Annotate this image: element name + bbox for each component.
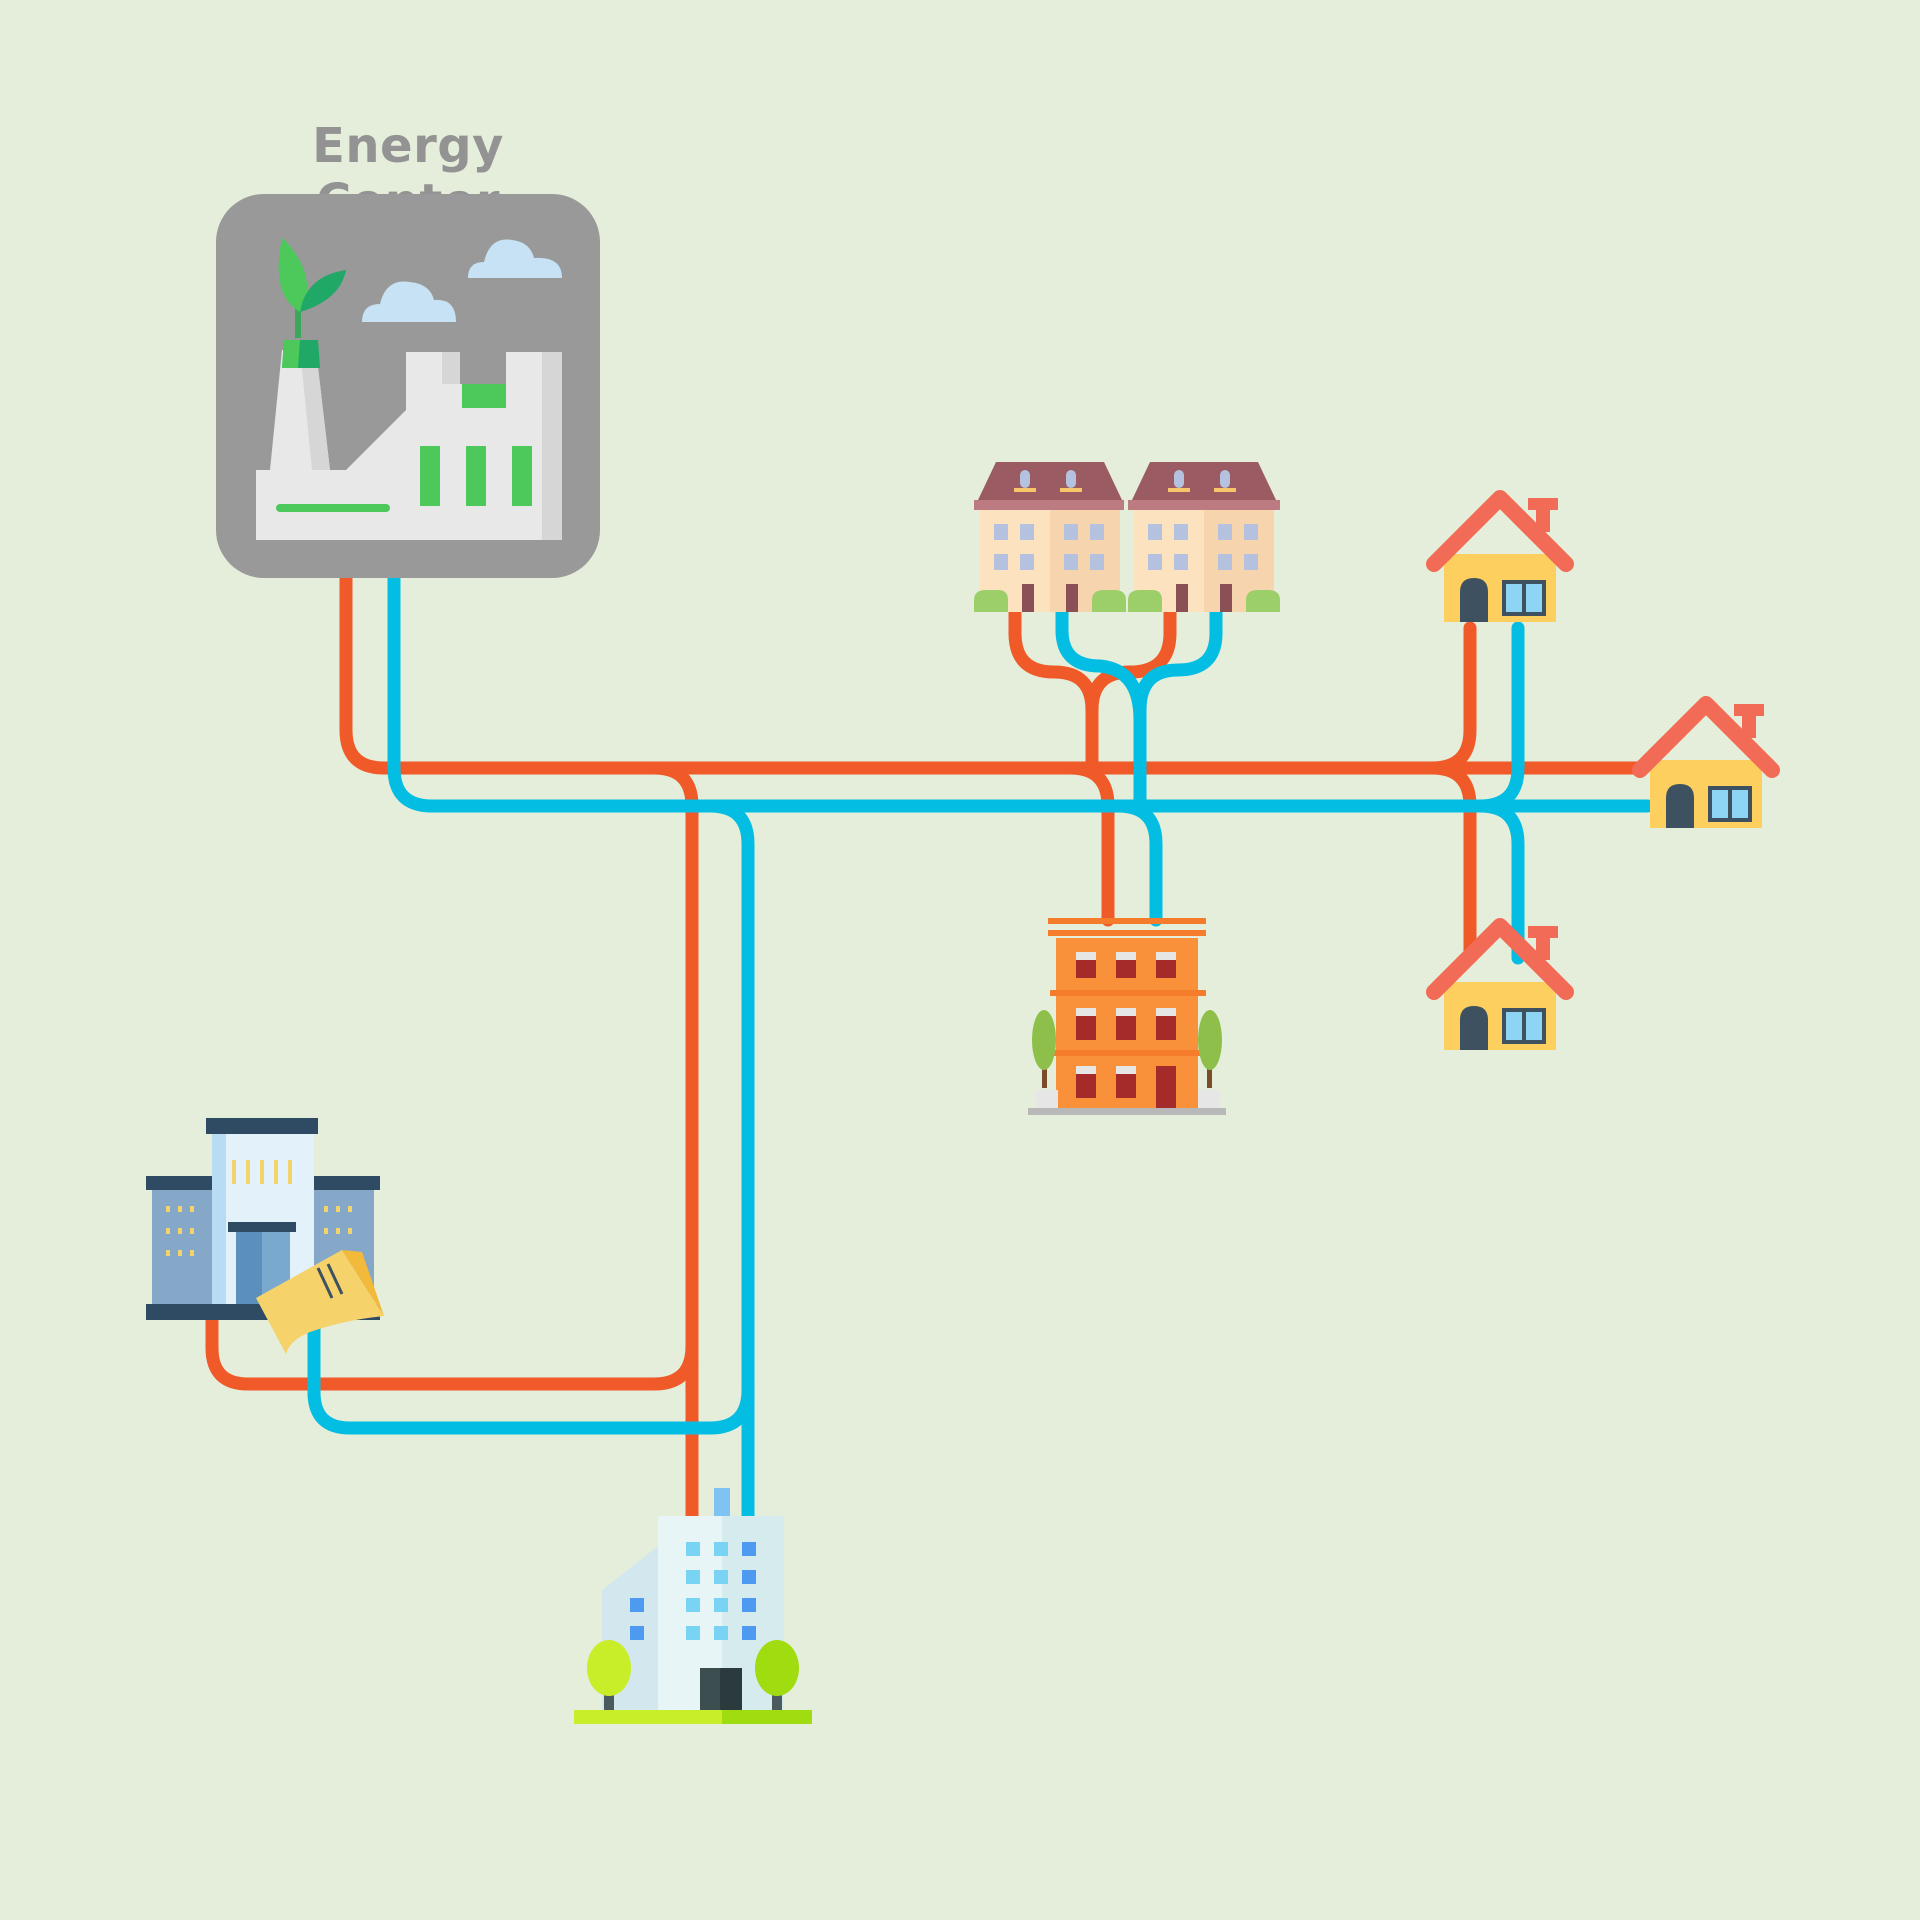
- house-2: [1632, 696, 1780, 828]
- school-building: [146, 1118, 384, 1354]
- supply-to-house-1: [1425, 621, 1477, 775]
- apartment-icon: [1028, 918, 1226, 1115]
- energy-center: [216, 194, 600, 578]
- house-3: [1426, 918, 1574, 1050]
- pipe-network: [205, 571, 1655, 1525]
- supply-to-townhouses: [1008, 605, 1099, 775]
- return-to-office: [703, 799, 755, 1525]
- apartment-building: [1028, 918, 1226, 1115]
- supply-pipes: [205, 571, 1647, 1525]
- supply-to-house-3: [1425, 761, 1477, 965]
- return-to-townhouses: [1133, 605, 1223, 813]
- return-to-house-3: [1473, 799, 1525, 965]
- supply-main: [339, 571, 1647, 775]
- return-to-school: [307, 1319, 755, 1435]
- house-icon: [1632, 696, 1780, 828]
- townhouse-icon: [974, 462, 1280, 612]
- factory-icon: [256, 238, 562, 540]
- return-pipes: [307, 571, 1655, 1525]
- house-1: [1426, 490, 1574, 622]
- office-tower: [574, 1488, 812, 1724]
- twin-townhouses: [974, 462, 1280, 612]
- office-icon: [574, 1488, 812, 1724]
- house-icon: [1426, 490, 1574, 622]
- house-icon: [1426, 918, 1574, 1050]
- return-main: [387, 571, 1655, 813]
- return-to-townhouses-b: [1055, 605, 1147, 727]
- supply-to-school: [205, 1313, 699, 1391]
- return-to-apartments: [1111, 799, 1163, 927]
- return-to-house-1: [1473, 621, 1525, 813]
- supply-to-office: [647, 761, 699, 1525]
- school-icon: [146, 1118, 384, 1354]
- supply-to-apartments: [1063, 761, 1115, 927]
